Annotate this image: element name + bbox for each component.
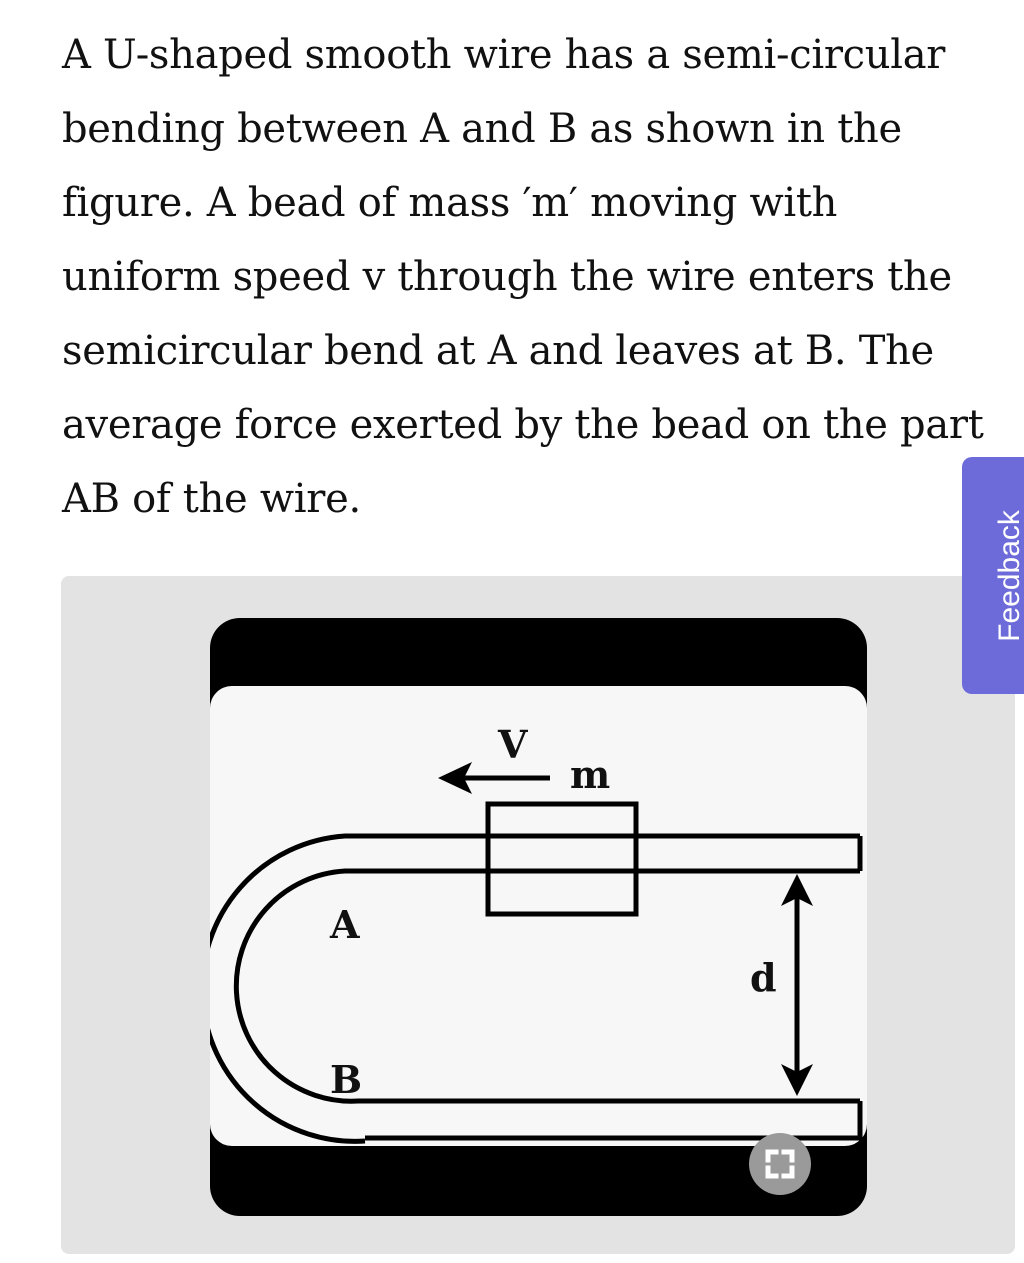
wire-inner-edge bbox=[233, 868, 860, 1104]
wire-outer-edge bbox=[210, 833, 860, 1144]
figure-canvas: V m A B d bbox=[210, 686, 867, 1146]
distance-label: d bbox=[750, 955, 777, 1000]
distance-arrowhead-top bbox=[781, 874, 813, 906]
figure-card: V m A B d bbox=[61, 576, 1015, 1254]
point-b-label: B bbox=[330, 1057, 362, 1102]
figure-image[interactable]: V m A B d bbox=[210, 618, 867, 1216]
expand-icon bbox=[765, 1149, 795, 1179]
point-a-label: A bbox=[329, 902, 360, 947]
velocity-arrowhead bbox=[438, 762, 472, 794]
bead bbox=[485, 801, 639, 917]
u-wire-diagram: V m A B d bbox=[210, 722, 863, 1144]
mass-label: m bbox=[570, 752, 610, 797]
distance-arrowhead-bottom bbox=[781, 1064, 813, 1096]
expand-image-button[interactable] bbox=[749, 1133, 811, 1195]
velocity-label: V bbox=[497, 722, 529, 767]
wire-bottom-edge bbox=[365, 1101, 863, 1141]
feedback-tab[interactable]: Feedback bbox=[962, 457, 1024, 694]
question-text: A U-shaped smooth wire has a semi-circul… bbox=[62, 32, 984, 522]
feedback-label: Feedback bbox=[993, 509, 1024, 642]
